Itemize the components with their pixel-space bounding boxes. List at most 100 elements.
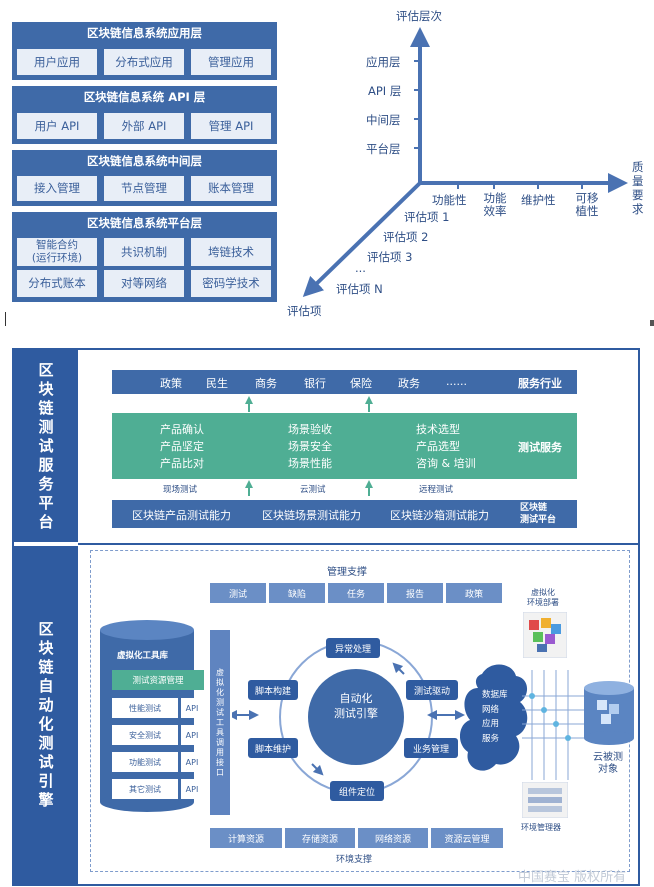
engine-band-label: 区块链自动化测试引擎 — [38, 620, 54, 809]
layer-item: 账本管理 — [191, 176, 271, 201]
application-layer: 区块链信息系统应用层 用户应用 分布式应用 管理应用 — [12, 22, 277, 80]
item-label: 评估项 3 — [367, 250, 413, 264]
service-item: 产品比对 — [160, 457, 204, 470]
diagonal-axis-title: 评估项 — [287, 304, 322, 318]
env-title: 环境支撑 — [336, 855, 373, 865]
capability-bar: 区块链产品测试能力 区块链场景测试能力 区块链沙箱测试能力 区块链 测试平台 — [112, 500, 577, 528]
platform-arrows — [245, 396, 373, 496]
cloud-item: 网络 — [482, 704, 500, 715]
layer-item: 对等网络 — [104, 270, 184, 297]
axes-svg — [302, 27, 628, 297]
layer-item: 垮链技术 — [191, 238, 271, 266]
mgmt-title: 管理支撑 — [327, 567, 367, 578]
layer-title: 区块链信息系统应用层 — [87, 26, 202, 40]
test-services-label: 测试服务 — [518, 441, 562, 454]
watermark: 中国赛宝 版权所有 — [518, 870, 627, 885]
env-manager-icon — [522, 782, 568, 818]
ring-node: 脚本维护 — [248, 738, 298, 758]
level-label: 应用层 — [366, 55, 401, 69]
test-services-bar: 产品确认 产品坚定 产品比对 场景验收 场景安全 场景性能 技术选型 产品选型 … — [112, 413, 577, 479]
tool-interface: 虚拟化测试工具调用接口 — [210, 630, 230, 815]
mgmt-item: 报告 — [387, 583, 443, 603]
vertical-axis-title: 评估层次 — [396, 9, 442, 23]
edge-mark — [650, 320, 654, 326]
layer-item: 共识机制 — [104, 238, 184, 266]
service-item: 产品确认 — [160, 423, 204, 436]
service-item: 咨询 & 培训 — [416, 457, 476, 470]
quality-label: 功能效率 — [483, 191, 507, 218]
layer-item: 用户应用 — [17, 49, 97, 75]
target-label: 云被测 对象 — [593, 752, 623, 775]
layer-item: 用户 API — [17, 113, 97, 139]
service-platform-band: 区块链测试服务平台 — [14, 350, 78, 542]
layer-item: 管理应用 — [191, 49, 271, 75]
toolkit-item: 安全测试 — [112, 725, 178, 745]
industry-item: 商务 — [255, 377, 277, 390]
target-cylinder — [584, 681, 634, 745]
layer-item: 管理 API — [191, 113, 271, 139]
service-item: 技术选型 — [416, 423, 460, 436]
service-item: 场景验收 — [288, 423, 332, 436]
section-divider — [78, 543, 638, 545]
env-item: 资源云管理 — [431, 828, 503, 848]
ring-node: 组件定位 — [330, 781, 384, 801]
env-item: 网络资源 — [358, 828, 428, 848]
engine-core-label: 自动化 测试引擎 — [334, 692, 378, 720]
service-item: 场景安全 — [288, 440, 332, 453]
service-item: 产品选型 — [416, 440, 460, 453]
env-manager-label: 环境管理器 — [521, 823, 561, 832]
quality-label: 可移植性 — [575, 191, 599, 218]
level-label: 平台层 — [366, 142, 401, 156]
item-label: ... — [355, 261, 366, 275]
network-grid — [522, 670, 590, 780]
api-tag: API — [181, 752, 203, 772]
service-col-1: 产品确认 产品坚定 产品比对 — [160, 421, 204, 472]
layer-title: 区块链信息系统平台层 — [87, 216, 202, 230]
horizontal-axis-title: 质量要求 — [632, 160, 644, 216]
item-label: 评估项 1 — [404, 210, 450, 224]
mgmt-item: 政策 — [446, 583, 502, 603]
mgmt-item: 测试 — [210, 583, 266, 603]
cloud-item: 应用 — [482, 719, 500, 729]
item-label: 评估项 2 — [383, 230, 429, 244]
layer-item: 智能合约 (运行环境) — [17, 238, 97, 266]
layer-item: 节点管理 — [104, 176, 184, 201]
cloud-item: 数据库 — [482, 690, 508, 700]
industry-item: 银行 — [304, 377, 326, 390]
ring-node: 脚本构建 — [248, 680, 298, 700]
env-item: 存储资源 — [285, 828, 355, 848]
ring-node: 业务管理 — [404, 738, 458, 758]
service-col-2: 场景验收 场景安全 场景性能 — [288, 421, 332, 472]
api-tag: API — [181, 779, 203, 799]
middle-layer: 区块链信息系统中间层 接入管理 节点管理 账本管理 — [12, 150, 277, 206]
service-item: 场景性能 — [288, 457, 332, 470]
toolkit-item: 功能测试 — [112, 752, 178, 772]
industry-item: 保险 — [350, 377, 372, 390]
industry-label: 服务行业 — [518, 377, 562, 390]
industry-item: 政务 — [398, 377, 420, 390]
level-label: API 层 — [368, 84, 402, 98]
capability-item: 区块链场景测试能力 — [262, 509, 361, 522]
toolkit-item: 性能测试 — [112, 698, 178, 718]
cloud-shape — [460, 664, 528, 771]
industry-item: ...... — [446, 375, 467, 388]
layer-item: 密码学技术 — [191, 270, 271, 297]
mgmt-item: 缺陷 — [269, 583, 325, 603]
toolkit-item-active: 测试资源管理 — [112, 670, 204, 690]
ring-node: 测试驱动 — [406, 680, 458, 700]
layer-title: 区块链信息系统 API 层 — [83, 90, 206, 104]
api-tag: API — [181, 725, 203, 745]
level-label: 中间层 — [366, 113, 401, 127]
industry-bar: 政策 民生 商务 银行 保险 政务 ...... 服务行业 — [112, 370, 577, 394]
layer-item: 外部 API — [104, 113, 184, 139]
item-label: 评估项 N — [336, 282, 383, 296]
tool-interface-label: 虚拟化测试工具调用接口 — [216, 667, 224, 777]
engine-band: 区块链自动化测试引擎 — [14, 546, 78, 884]
service-platform-label: 区块链测试服务平台 — [38, 360, 54, 531]
virt-deploy-label: 虚拟化 环境部署 — [527, 588, 559, 607]
industry-item: 民生 — [206, 377, 228, 390]
diagonal-axis — [302, 181, 422, 297]
service-col-3: 技术选型 产品选型 咨询 & 培训 — [416, 421, 476, 472]
env-item: 计算资源 — [210, 828, 282, 848]
virt-deploy-icon — [523, 612, 567, 658]
